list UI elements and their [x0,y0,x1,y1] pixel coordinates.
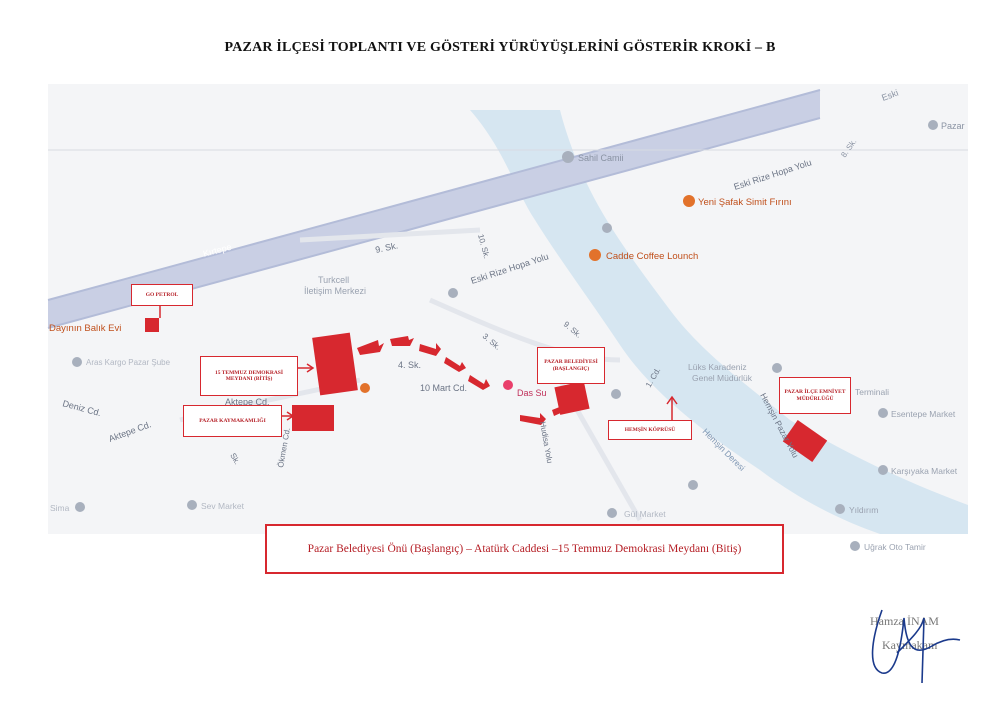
map-label: Sev Market [201,501,245,511]
map-label: 4. Sk. [398,360,421,370]
map-label: Sahil Camii [578,153,624,163]
cargo-icon [72,357,82,367]
go-petrol-marker [145,318,159,332]
map-label: 9. Sk. [374,240,399,255]
coffee-icon [589,249,601,261]
map-label: Das Su [517,388,547,398]
place-icon [688,480,698,490]
bitis-block [312,332,358,396]
map-label: Yıldırım [849,505,878,515]
map-label: Aktepe Cd. [225,397,270,407]
map-label: Sima [50,503,70,513]
route-arrow [357,340,384,355]
route-arrow [444,357,466,372]
map-label: Terminali [855,387,889,397]
map-label: Uğrak Oto Tamir [864,542,926,552]
place-icon [928,120,938,130]
place-icon [611,389,621,399]
route-caption: Pazar Belediyesi Önü (Başlangıç) – Atatü… [265,524,784,574]
map-label: Cadde Coffee Lounch [606,251,698,262]
map-label: Gül Market [624,509,666,519]
place-icon [187,500,197,510]
place-icon [772,363,782,373]
signature-mark [871,609,961,684]
restaurant-icon [360,383,370,393]
map-label: Karşıyaka Market [891,466,958,476]
map-label: Turkcell [318,275,349,285]
baslangic-label: PAZAR BELEDİYESİ (BAŞLANGIÇ) [537,347,605,384]
page-title: PAZAR İLÇESİ TOPLANTI VE GÖSTERİ YÜRÜYÜŞ… [224,40,776,55]
route-arrow [390,336,414,346]
emniyet-label: PAZAR İLÇE EMNİYET MÜDÜRLÜĞÜ [779,377,851,414]
route-arrow [419,343,441,356]
river [470,110,968,534]
map-label: 10 Mart Cd. [420,383,467,393]
map-label: Pazar [941,121,965,131]
shop-icon [503,380,513,390]
go-petrol-label: GO PETROL [131,284,193,306]
place-icon [878,408,888,418]
shop-icon [448,288,458,298]
restaurant-icon [683,195,695,207]
map-label: Lüks Karadeniz [688,362,747,372]
kopru-label: HEMŞİN KÖPRÜSÜ [608,420,692,440]
kaymakamlik-label: PAZAR KAYMAKAMLIĞI [183,405,282,437]
baslangic-block [554,381,590,415]
route-arrow [520,413,546,425]
map-label: Yeni Şafak Simit Fırını [698,197,792,208]
kaymakamlik-block [292,405,334,431]
place-icon [602,223,612,233]
place-icon [850,541,860,551]
place-icon [75,502,85,512]
signature-block: Hamza İNAM Kaymakam [862,608,982,684]
route-arrow [468,375,490,390]
place-icon [835,504,845,514]
place-icon [878,465,888,475]
map-label: Esentepe Market [891,409,956,419]
place-icon [607,508,617,518]
mosque-icon [562,151,574,163]
map-label: Aras Kargo Pazar Şube [86,358,171,367]
map-label: Dayının Balık Evi [49,323,121,334]
map-label: Genel Müdürlük [692,373,753,383]
emniyet-block [782,420,828,462]
map-label: İletişim Merkezi [304,286,366,296]
bitis-label: 15 TEMMUZ DEMOKRASİ MEYDANI (BİTİŞ) [200,356,298,396]
